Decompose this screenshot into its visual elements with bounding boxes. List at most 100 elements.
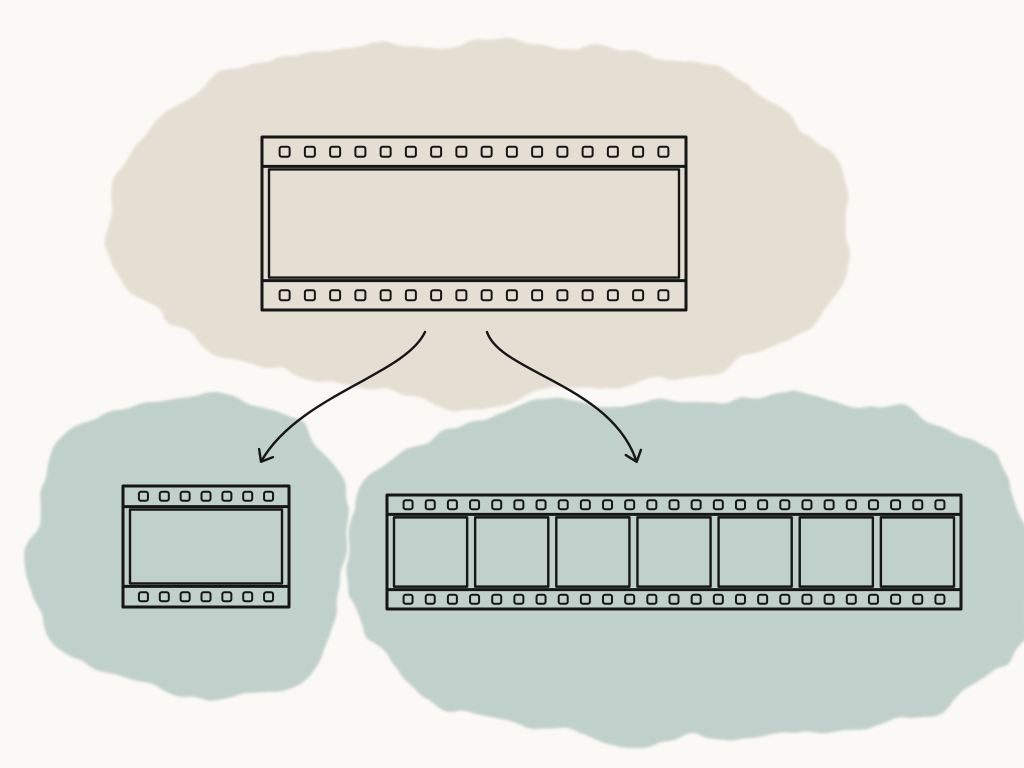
- sprocket-hole: [446, 499, 458, 511]
- sprocket-hole: [158, 490, 170, 502]
- film-frame: [879, 516, 956, 588]
- sprocket-hole: [137, 490, 149, 502]
- sprocket-hole: [404, 289, 417, 302]
- sprocket-hole: [455, 289, 468, 302]
- source-strip-watercolor-blob: [104, 44, 850, 407]
- strip-outline: [260, 135, 688, 312]
- sprocket-hole: [535, 499, 547, 511]
- sprocket-hole: [602, 593, 614, 605]
- sprocket-hole: [242, 490, 254, 502]
- sprocket-hole: [480, 145, 493, 158]
- sprocket-hole: [303, 145, 316, 158]
- sprocket-hole: [179, 591, 191, 603]
- sprocket-hole: [712, 499, 724, 511]
- sprocket-hole: [632, 289, 645, 302]
- sprocket-hole: [424, 593, 436, 605]
- film-frame: [128, 508, 284, 585]
- source-strip: [260, 135, 688, 312]
- sprocket-hole: [823, 593, 835, 605]
- single-frame-strip-watercolor-blob: [29, 397, 349, 701]
- sprocket-hole: [404, 145, 417, 158]
- sprocket-hole: [354, 289, 367, 302]
- sprocket-hole: [221, 490, 233, 502]
- sprocket-hole: [757, 593, 769, 605]
- sprocket-hole: [712, 593, 724, 605]
- sprocket-hole: [513, 499, 525, 511]
- sprocket-hole: [657, 289, 670, 302]
- sprocket-hole: [606, 145, 619, 158]
- sprocket-hole: [606, 289, 619, 302]
- sprocket-hole: [690, 499, 702, 511]
- sprocket-hole: [535, 593, 547, 605]
- sprocket-hole: [646, 499, 658, 511]
- sprocket-hole: [513, 593, 525, 605]
- sprocket-hole: [354, 145, 367, 158]
- film-strips: [121, 135, 963, 611]
- sprocket-hole: [624, 593, 636, 605]
- sprocket-hole: [779, 593, 791, 605]
- sprocket-hole: [137, 591, 149, 603]
- sprocket-hole: [179, 490, 191, 502]
- sprocket-hole: [531, 289, 544, 302]
- sprocket-hole: [556, 289, 569, 302]
- sprocket-hole: [263, 490, 275, 502]
- sprocket-hole: [278, 289, 291, 302]
- sprocket-hole: [668, 593, 680, 605]
- sprocket-hole: [480, 289, 493, 302]
- sprocket-hole: [379, 145, 392, 158]
- sprocket-hole: [581, 289, 594, 302]
- sprocket-hole: [430, 145, 443, 158]
- sprocket-hole: [867, 593, 879, 605]
- sprocket-hole: [402, 499, 414, 511]
- film-frame: [473, 516, 550, 588]
- sprocket-hole: [890, 499, 902, 511]
- film-frame: [392, 516, 469, 588]
- sprocket-hole: [491, 499, 503, 511]
- sprocket-hole: [200, 591, 212, 603]
- sprocket-hole: [505, 289, 518, 302]
- sprocket-hole: [278, 145, 291, 158]
- sprocket-hole: [329, 289, 342, 302]
- sprocket-hole: [379, 289, 392, 302]
- single-frame-strip: [121, 484, 291, 609]
- sprocket-hole: [469, 499, 481, 511]
- sprocket-hole: [221, 591, 233, 603]
- sprocket-hole: [912, 499, 924, 511]
- sprocket-hole: [845, 499, 857, 511]
- sprocket-hole: [430, 289, 443, 302]
- sprocket-hole: [890, 593, 902, 605]
- sprocket-hole: [823, 499, 835, 511]
- sprocket-hole: [734, 499, 746, 511]
- sprocket-hole: [646, 593, 658, 605]
- sprocket-hole: [446, 593, 458, 605]
- sprocket-hole: [657, 145, 670, 158]
- sprocket-hole: [632, 145, 645, 158]
- sprocket-hole: [469, 593, 481, 605]
- sprocket-hole: [579, 499, 591, 511]
- film-frame: [267, 168, 681, 279]
- sprocket-hole: [668, 499, 680, 511]
- multi-frame-strip: [385, 493, 963, 611]
- sprocket-hole: [491, 593, 503, 605]
- arrow-source-strip-to-single-frame-strip: [257, 330, 427, 463]
- sprocket-hole: [531, 145, 544, 158]
- sprocket-hole: [934, 593, 946, 605]
- film-frame: [636, 516, 712, 588]
- strip-outline: [121, 484, 291, 609]
- sprocket-hole: [779, 499, 791, 511]
- sprocket-hole: [734, 593, 746, 605]
- sprocket-hole: [579, 593, 591, 605]
- sprocket-hole: [934, 499, 946, 511]
- film-frame: [798, 516, 875, 588]
- watercolor-backgrounds: [29, 44, 1024, 741]
- sprocket-hole: [402, 593, 414, 605]
- sprocket-hole: [867, 499, 879, 511]
- strip-outline: [385, 493, 963, 611]
- sprocket-hole: [424, 499, 436, 511]
- arrow-source-strip-to-multi-frame-strip: [485, 330, 643, 464]
- sprocket-hole: [801, 593, 813, 605]
- sprocket-hole: [624, 499, 636, 511]
- sprocket-hole: [242, 591, 254, 603]
- sprocket-hole: [690, 593, 702, 605]
